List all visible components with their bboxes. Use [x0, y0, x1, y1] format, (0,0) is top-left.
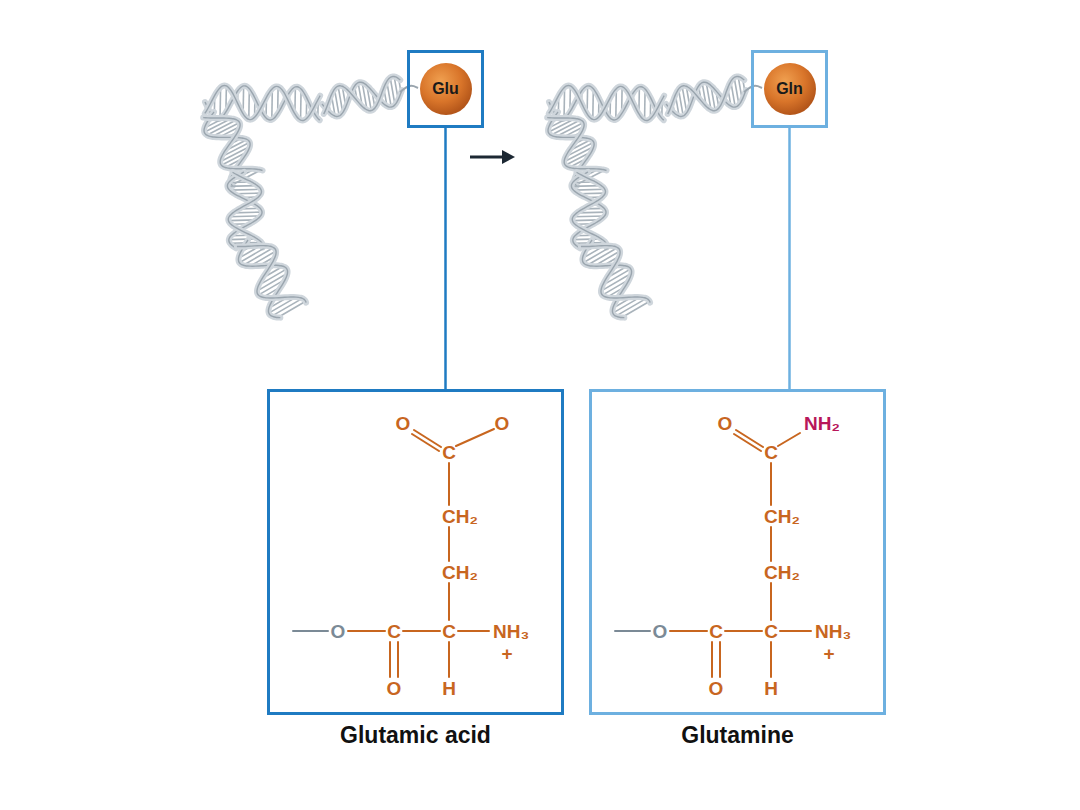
- trna-molecule: [547, 76, 762, 317]
- helix: [666, 76, 746, 116]
- helix: [581, 240, 650, 318]
- molecule-name: Glutamine: [572, 722, 903, 749]
- bond-line: [389, 642, 391, 677]
- atom-label: O: [709, 679, 724, 698]
- bond-line: [397, 642, 399, 677]
- atom-label: CH₂: [442, 563, 478, 582]
- bond-line: [778, 433, 800, 446]
- leader-connector: [444, 128, 447, 389]
- bond-line: [412, 434, 439, 451]
- bond-line: [448, 583, 450, 620]
- structure-box: Glutamic acid: [267, 389, 564, 715]
- atom-label: C: [442, 622, 456, 641]
- atom-label: C: [442, 443, 456, 462]
- highlight-box: Glu: [407, 50, 484, 128]
- molecule-name: Glutamic acid: [250, 722, 581, 749]
- bond-line: [711, 642, 713, 677]
- atom-label: +: [823, 644, 834, 663]
- bond-line: [770, 642, 772, 677]
- bond-line: [458, 630, 489, 632]
- atom-label: NH₃: [815, 622, 851, 641]
- bond-line: [770, 463, 772, 505]
- helix: [322, 76, 402, 116]
- amino-acid-ball: [420, 63, 472, 115]
- bond-line: [448, 642, 450, 677]
- structure-box: Glutamine: [589, 389, 886, 715]
- atom-label: O: [495, 414, 510, 433]
- bond-line: [670, 630, 707, 632]
- chemical-bonds: [293, 429, 811, 677]
- bond-line: [770, 583, 772, 620]
- bond-line: [456, 429, 494, 446]
- bond-line: [725, 630, 762, 632]
- leader-connector: [788, 128, 791, 389]
- bond-line: [770, 527, 772, 561]
- bond-line: [734, 434, 761, 451]
- atom-label: CH₂: [442, 507, 478, 526]
- bond-line: [719, 642, 721, 677]
- bond-line: [348, 630, 385, 632]
- atom-label: +: [501, 644, 512, 663]
- atom-label: CH₂: [764, 507, 800, 526]
- trna-molecule: [203, 76, 418, 317]
- bond-line: [448, 527, 450, 561]
- atom-label: H: [764, 679, 778, 698]
- trna-link-line: [293, 630, 328, 632]
- highlight-box: Gln: [751, 50, 828, 128]
- trna-link-line: [615, 630, 650, 632]
- helix: [571, 172, 607, 248]
- atom-label: O: [331, 622, 346, 641]
- reaction-arrow: [470, 150, 515, 164]
- atom-label: NH₃: [493, 622, 529, 641]
- bond-line: [448, 463, 450, 505]
- amino-acid-label: Glu: [432, 80, 459, 98]
- atom-label: O: [718, 414, 733, 433]
- atom-label: O: [653, 622, 668, 641]
- atom-label: C: [764, 622, 778, 641]
- atom-label: C: [709, 622, 723, 641]
- atom-label: C: [387, 622, 401, 641]
- amino-acid-ball: [764, 63, 816, 115]
- atom-label: O: [396, 414, 411, 433]
- amino-acid-label: Gln: [776, 80, 803, 98]
- bond-line: [403, 630, 440, 632]
- atom-label: CH₂: [764, 563, 800, 582]
- atom-label: H: [442, 679, 456, 698]
- bond-line: [780, 630, 811, 632]
- atom-label: NH₂: [804, 414, 840, 433]
- atom-label: C: [764, 443, 778, 462]
- helix: [237, 240, 306, 318]
- helix: [227, 172, 263, 248]
- atom-label: O: [387, 679, 402, 698]
